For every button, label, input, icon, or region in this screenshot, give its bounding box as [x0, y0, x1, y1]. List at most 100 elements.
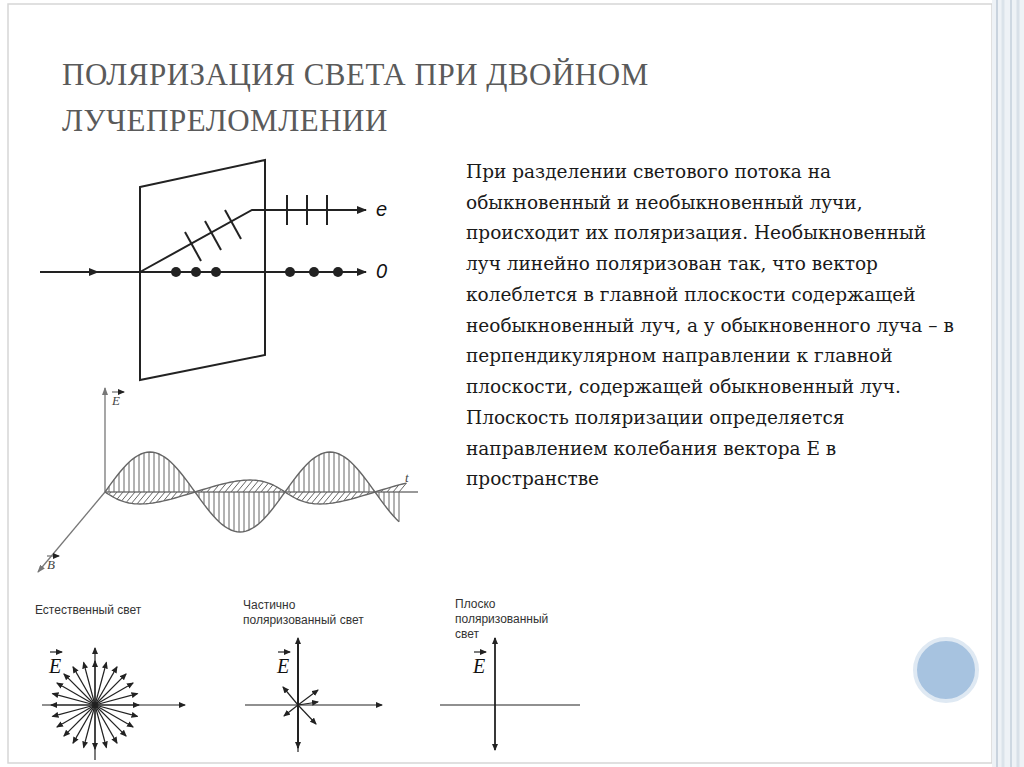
stroke — [164, 492, 171, 501]
stroke — [317, 492, 327, 504]
stroke — [254, 492, 255, 527]
ray-label: e — [376, 198, 387, 221]
stroke — [95, 705, 138, 716]
slide-title: ПОЛЯРИЗАЦИЯ СВЕТА ПРИ ДВОЙНОМ ЛУЧЕПРЕЛОМ… — [62, 52, 822, 144]
e-ray-ticks — [185, 195, 327, 261]
o-ray-dots — [171, 267, 343, 277]
stroke — [393, 485, 399, 492]
stroke — [249, 492, 250, 530]
stroke — [344, 492, 351, 501]
stroke — [149, 452, 150, 492]
stroke — [189, 484, 190, 492]
stroke — [279, 490, 281, 493]
stroke — [389, 492, 390, 511]
stroke — [179, 492, 183, 497]
stroke — [289, 486, 290, 492]
stroke — [279, 492, 280, 500]
stroke — [274, 492, 275, 507]
stroke — [143, 492, 153, 504]
vector-label: E — [473, 655, 485, 678]
stroke — [53, 694, 96, 705]
stroke — [114, 480, 115, 492]
plane-light-figure — [440, 638, 580, 750]
body-text: Плоскость поляризации определяется напра… — [466, 403, 966, 495]
stroke — [201, 490, 203, 493]
stroke — [137, 492, 147, 504]
b-wave — [105, 480, 406, 504]
stroke — [267, 485, 273, 492]
stroke — [95, 663, 106, 706]
stroke — [150, 492, 160, 503]
stroke — [187, 492, 189, 495]
stroke — [339, 454, 340, 492]
axis-label: B — [47, 557, 55, 573]
stroke — [129, 462, 130, 492]
stroke — [394, 492, 395, 517]
slide-frame — [8, 4, 992, 763]
stroke — [109, 486, 110, 492]
side-stripes — [992, 0, 1024, 767]
wave-axes — [38, 388, 418, 572]
stroke — [134, 458, 135, 492]
stroke — [364, 477, 365, 492]
stroke — [344, 457, 345, 492]
stroke — [302, 492, 309, 501]
stroke — [95, 704, 139, 705]
stroke — [231, 481, 241, 492]
stroke — [273, 487, 277, 492]
stroke — [334, 452, 335, 492]
stroke — [244, 492, 245, 532]
stroke — [109, 492, 111, 495]
stroke — [171, 492, 177, 499]
stroke — [94, 705, 95, 749]
stroke — [207, 487, 211, 492]
stroke — [379, 492, 380, 498]
stroke — [84, 705, 95, 748]
stroke — [293, 492, 297, 497]
stroke — [219, 483, 226, 492]
stroke — [294, 480, 295, 492]
stroke — [213, 485, 219, 492]
stroke — [154, 452, 155, 492]
stroke — [122, 492, 129, 501]
stroke — [139, 455, 140, 492]
stroke — [224, 492, 225, 526]
stroke — [214, 492, 215, 517]
stroke — [330, 492, 340, 503]
stroke — [179, 471, 180, 492]
axis-label: E — [112, 393, 120, 409]
stroke — [304, 467, 305, 492]
partial-light-figure — [245, 638, 382, 752]
e-wave — [105, 452, 399, 532]
figure-caption: Естественный свет — [35, 603, 145, 618]
stroke — [164, 457, 165, 492]
natural-light-figure — [42, 648, 185, 760]
stroke — [399, 492, 400, 522]
stroke — [239, 492, 240, 532]
stroke — [234, 492, 235, 531]
stroke — [314, 458, 315, 492]
stroke — [169, 461, 170, 493]
stroke — [269, 492, 270, 513]
body-text: При разделении светового потока на обыкн… — [466, 157, 966, 403]
stroke — [51, 704, 95, 705]
stroke — [124, 467, 125, 492]
stroke — [119, 473, 120, 492]
rays — [40, 210, 366, 272]
stroke — [117, 492, 123, 499]
stroke — [381, 490, 383, 493]
stroke — [95, 705, 133, 727]
wave-outline — [105, 452, 399, 532]
stroke — [323, 492, 333, 504]
ray-label: 0 — [376, 260, 387, 283]
stroke — [359, 492, 363, 497]
stroke — [329, 452, 330, 492]
figure-caption: Частично поляризованный свет — [243, 598, 373, 628]
stroke — [259, 492, 260, 524]
stroke — [309, 462, 310, 492]
stroke — [359, 471, 360, 492]
stroke — [73, 705, 95, 743]
stroke — [57, 683, 95, 705]
stroke — [243, 480, 253, 492]
stroke — [237, 480, 247, 492]
